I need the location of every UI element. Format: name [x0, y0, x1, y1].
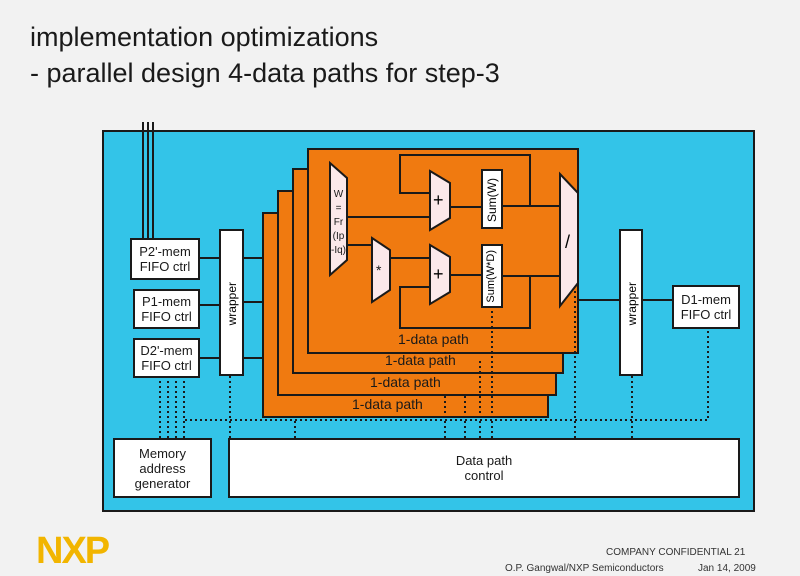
data-path-label: 1-data path — [370, 374, 441, 390]
block-label: Memory — [139, 445, 186, 461]
block-label: generator — [134, 475, 191, 491]
block-label: Data path — [455, 453, 513, 468]
weight-line: W — [333, 189, 344, 200]
wrapper-right-label: wrapper — [625, 282, 639, 326]
block-label: FIFO ctrl — [141, 309, 192, 324]
block-label: FIFO ctrl — [139, 259, 191, 274]
block-label: D1-mem — [681, 292, 731, 307]
date-label: Jan 14, 2009 — [698, 563, 756, 574]
sum-w-label: Sum(W) — [485, 178, 499, 222]
weight-line: (Ip — [332, 231, 345, 242]
data-path-label: 1-data path — [398, 331, 469, 347]
block-label: P2'-mem — [139, 244, 191, 259]
nxp-logo: NXP — [36, 530, 110, 572]
data-path-label: 1-data path — [385, 352, 456, 368]
block-label: control — [464, 468, 504, 483]
weight-line: -Iq) — [331, 245, 346, 256]
wrapper-left-label: wrapper — [225, 282, 239, 326]
block-label: address — [139, 460, 186, 476]
weight-block-label: W = Fr (Ip -Iq) — [330, 188, 347, 258]
weight-line: Fr — [333, 217, 344, 228]
sum-wd-label: Sum(W*D) — [485, 250, 497, 303]
data-path-label: 1-data path — [352, 396, 423, 412]
multiplier-label: * — [376, 262, 382, 278]
block-label: P1-mem — [141, 294, 192, 309]
weight-line: = — [335, 203, 342, 214]
block-label: FIFO ctrl — [680, 307, 732, 322]
block-label: D2'-mem — [140, 343, 193, 358]
author-label: O.P. Gangwal/NXP Semiconductors — [505, 563, 664, 574]
adder-label: + — [433, 264, 444, 284]
block-label: FIFO ctrl — [141, 358, 192, 373]
slide-subtitle: - parallel design 4-data paths for step-… — [30, 58, 500, 88]
divider-label: / — [565, 232, 571, 252]
slide-title: implementation optimizations — [30, 22, 379, 52]
confidential-label: COMPANY CONFIDENTIAL 21 — [606, 547, 746, 558]
adder-label: + — [433, 190, 444, 210]
